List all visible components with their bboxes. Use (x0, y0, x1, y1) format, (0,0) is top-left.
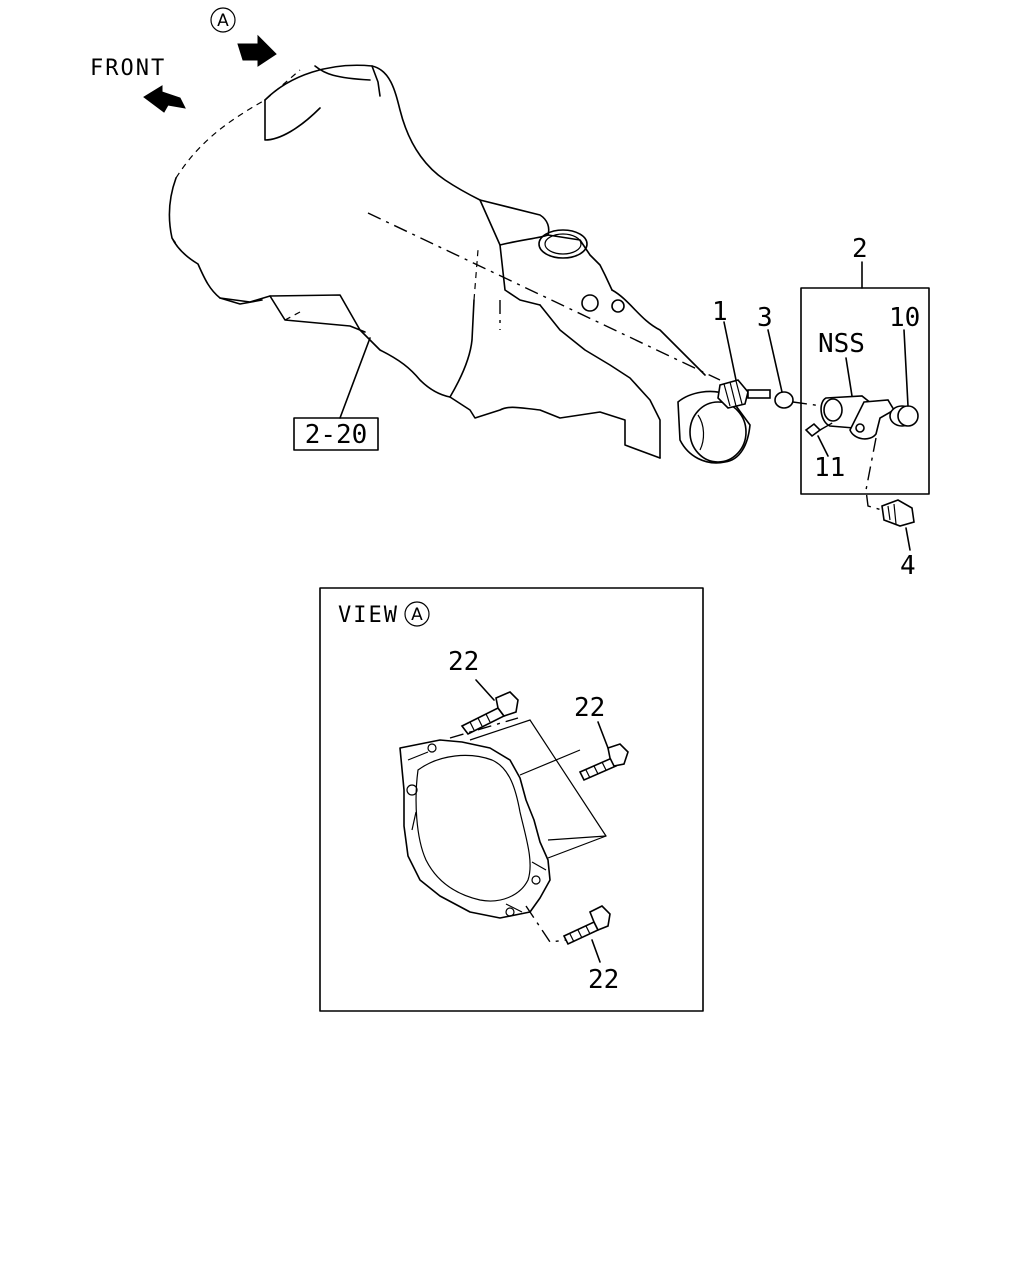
pin-part-11[interactable] (804, 422, 822, 438)
part-label-10[interactable]: 10 (889, 303, 920, 333)
leader-4 (905, 527, 911, 551)
front-label: FRONT (90, 56, 166, 81)
view-marker-letter: A (217, 11, 229, 31)
transmission-housing (168, 64, 721, 459)
part-label-4[interactable]: 4 (900, 551, 916, 581)
adapter-plate (399, 719, 607, 919)
front-arrow-icon (143, 85, 186, 113)
bolt-top-label[interactable]: 22 (448, 647, 479, 677)
bolt-part-4[interactable] (881, 499, 915, 527)
view-marker-top: A (210, 7, 236, 33)
driven-gear-part-1[interactable] (717, 379, 771, 409)
leader-nss (845, 357, 853, 397)
nss-label[interactable]: NSS (818, 329, 865, 359)
view-a-panel (319, 587, 704, 1012)
bolt-top-22[interactable] (460, 691, 519, 736)
leader-bolt-right (597, 721, 609, 749)
assembly-line-bolt-bottom (525, 905, 567, 943)
part-label-2[interactable]: 2 (852, 234, 868, 264)
bolt-bottom-22[interactable] (562, 905, 611, 946)
part-label-11[interactable]: 11 (814, 453, 845, 483)
assembly-line-11 (819, 421, 835, 431)
bolt-right-22[interactable] (578, 743, 629, 782)
leader-3 (767, 329, 783, 393)
assembly-line-bolt-top (449, 717, 519, 739)
leader-bolt-top (475, 679, 495, 701)
reference-box-label: 2-20 (305, 420, 368, 450)
part-label-1[interactable]: 1 (712, 297, 728, 327)
leader-11 (817, 435, 829, 457)
assembly-line-4 (865, 437, 883, 511)
ref-leader-line (339, 337, 371, 419)
sensor-assembly-box (800, 287, 930, 495)
view-a-marker-circle (404, 601, 430, 627)
view-a-marker-letter: A (411, 605, 423, 625)
view-a-title: VIEW (338, 603, 399, 628)
leader-bolt-bottom (591, 939, 601, 963)
bolt-right-label[interactable]: 22 (574, 693, 605, 723)
speed-sensor-sleeve[interactable] (820, 395, 896, 440)
part-label-3[interactable]: 3 (757, 303, 773, 333)
leader-10 (903, 329, 909, 407)
cap-part-10[interactable] (889, 405, 919, 427)
assembly-line-3 (792, 401, 823, 407)
leader-1 (723, 321, 737, 381)
reference-box[interactable] (293, 417, 379, 451)
output-flange (677, 390, 751, 464)
view-a-arrow-icon (237, 34, 277, 67)
bolt-bottom-label[interactable]: 22 (588, 965, 619, 995)
o-ring-part-3[interactable] (774, 391, 794, 409)
